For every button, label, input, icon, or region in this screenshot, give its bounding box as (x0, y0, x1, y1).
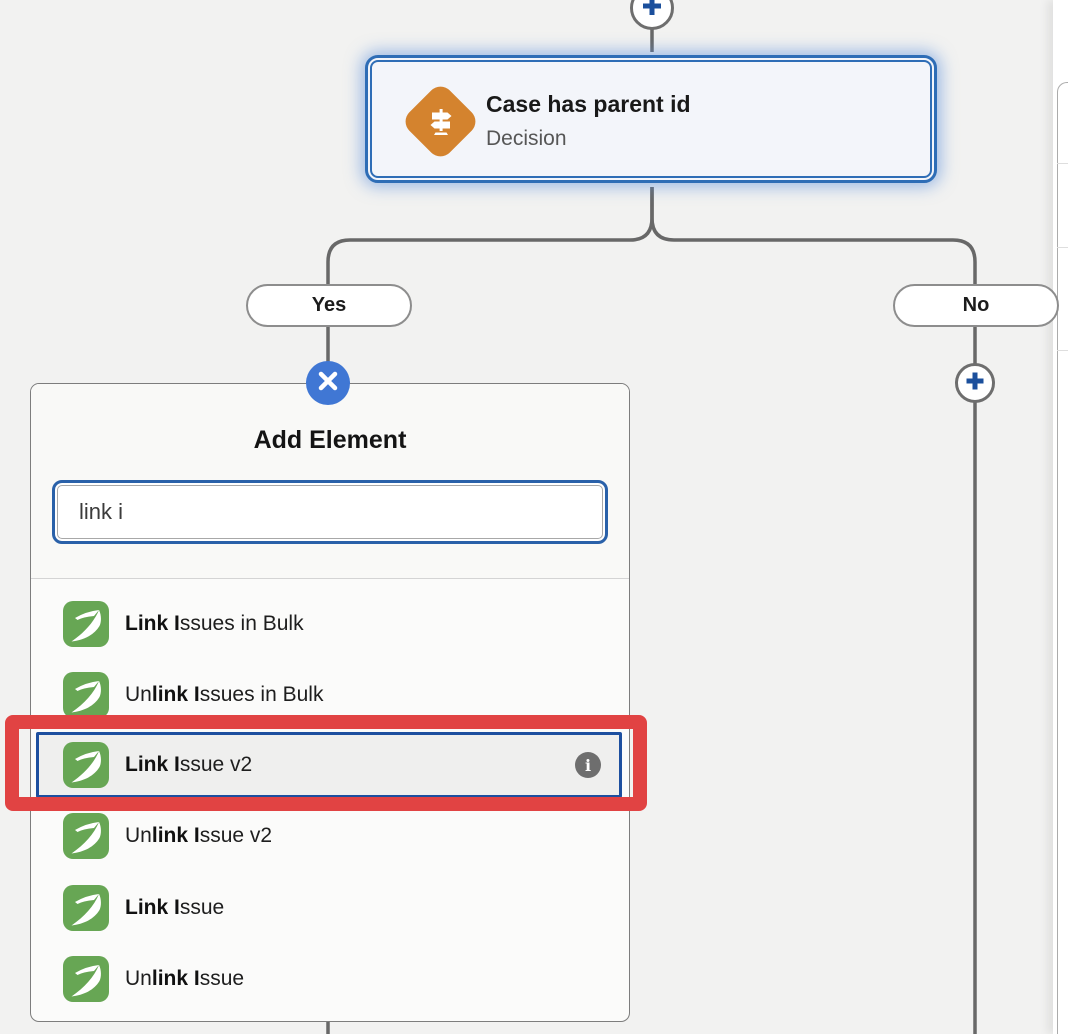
right-panel-divider (1057, 247, 1068, 248)
element-list-item[interactable]: Unlink Issue (31, 943, 629, 1015)
decision-node[interactable]: Case has parent id Decision (365, 55, 937, 183)
element-list-item[interactable]: Link Issue v2 i (36, 732, 622, 799)
branch-no-text: No (962, 294, 990, 316)
element-list-item[interactable]: Link Issue (31, 872, 629, 944)
add-element-popup-header: Add Element (31, 384, 629, 579)
zagile-z-icon (63, 956, 109, 1003)
branch-label-no[interactable]: No (893, 284, 1059, 327)
right-panel-divider (1057, 163, 1068, 164)
element-list-item[interactable]: Link Issues in Bulk (31, 588, 629, 660)
branch-yes-text: Yes (311, 294, 347, 316)
element-item-label: Link Issues in Bulk (125, 611, 304, 635)
add-icon (963, 369, 987, 398)
zagile-z-icon (63, 742, 109, 789)
element-item-label: Link Issue v2 (125, 753, 253, 777)
element-list-item[interactable]: Unlink Issue v2 (31, 800, 629, 872)
zagile-z-icon (63, 600, 109, 647)
connector-yes-branch (326, 187, 654, 285)
right-panel-divider (1057, 350, 1068, 351)
info-icon[interactable]: i (575, 752, 601, 779)
element-item-label: Unlink Issues in Bulk (125, 683, 324, 707)
add-icon (639, 0, 665, 24)
branch-label-yes[interactable]: Yes (246, 284, 412, 327)
right-panel-edge (1053, 0, 1068, 1034)
add-node-button-no-branch[interactable] (955, 363, 995, 403)
element-list-item[interactable]: Unlink Issues in Bulk (31, 660, 629, 732)
element-item-label: Unlink Issue (125, 967, 245, 991)
close-icon (317, 370, 339, 397)
element-search-input[interactable] (52, 480, 608, 544)
decision-node-type: Decision (486, 127, 567, 150)
decision-node-title: Case has parent id (486, 91, 691, 117)
zagile-z-icon (63, 672, 109, 719)
connector-no-branch (650, 187, 977, 285)
element-item-label: Link Issue (125, 895, 225, 919)
close-popup-button[interactable] (306, 361, 350, 405)
element-item-label: Unlink Issue v2 (125, 823, 273, 847)
right-panel-card-edge (1057, 82, 1068, 1034)
zagile-z-icon (63, 812, 109, 859)
popup-title: Add Element (253, 426, 407, 454)
zagile-z-icon (63, 884, 109, 931)
decision-signpost-icon (400, 81, 481, 162)
